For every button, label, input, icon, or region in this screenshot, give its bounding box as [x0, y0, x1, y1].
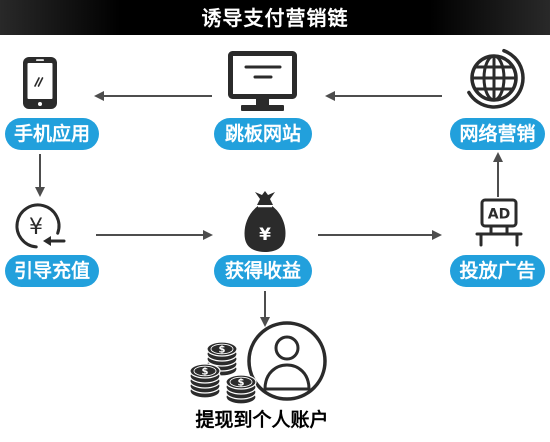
- coin-stack-left: $: [189, 363, 221, 399]
- person-avatar-icon: [247, 321, 327, 401]
- coin-ring: [229, 376, 253, 388]
- money-bag-body: [244, 206, 286, 252]
- phone-home-button: [38, 102, 42, 106]
- yen-refresh-arc: [15, 203, 61, 249]
- globe-icon: [467, 48, 525, 109]
- place-ads-pill: 投放广告: [450, 255, 545, 287]
- mobile-app-pill: 手机应用: [5, 118, 99, 150]
- monitor-base: [241, 105, 284, 111]
- coin-stack-front: $: [225, 374, 257, 405]
- dollar-sign: $: [202, 367, 209, 378]
- money-bag-icon: ¥: [244, 191, 286, 252]
- monitor-icon: [228, 51, 297, 111]
- dollar-sign: $: [219, 345, 226, 356]
- title-bar: 诱导支付营销链: [0, 0, 550, 35]
- dollar-sign: $: [238, 378, 245, 389]
- withdraw-label: 提现到个人账户: [195, 408, 329, 431]
- coin-ring: [193, 365, 217, 377]
- money-bag-knot: [255, 191, 275, 205]
- monitor-screen: [228, 51, 297, 99]
- billboard-ad-text: AD: [488, 207, 510, 223]
- coins-and-person-icon: $ $ $: [189, 321, 327, 405]
- phone-screen-mark: [37, 77, 44, 87]
- induce-recharge-pill: 引导充值: [5, 255, 99, 287]
- yen-refresh-icon: ¥: [15, 203, 66, 249]
- billboard-board: [480, 198, 518, 228]
- jump-site-pill: 跳板网站: [214, 118, 312, 150]
- globe-orbit-arc: [467, 48, 525, 109]
- yen-symbol: ¥: [29, 215, 43, 240]
- online-marketing-pill: 网络营销: [450, 118, 545, 150]
- phone-screen-mark: [34, 77, 40, 87]
- money-bag-yen-symbol: ¥: [259, 225, 271, 245]
- coin-ring: [210, 343, 234, 355]
- billboard-ad-icon: AD: [475, 198, 523, 247]
- diagram-title: 诱导支付营销链: [201, 5, 349, 30]
- gain-profit-pill: 获得收益: [214, 255, 312, 287]
- monitor-neck: [256, 98, 269, 106]
- avatar-circle: [247, 321, 327, 401]
- phone-speaker: [36, 59, 44, 61]
- yen-refresh-arrow-head: [43, 236, 51, 246]
- phone-screen: [27, 63, 53, 99]
- avatar-shoulders: [263, 363, 311, 391]
- smartphone-icon: [23, 57, 57, 109]
- avatar-head: [274, 335, 300, 361]
